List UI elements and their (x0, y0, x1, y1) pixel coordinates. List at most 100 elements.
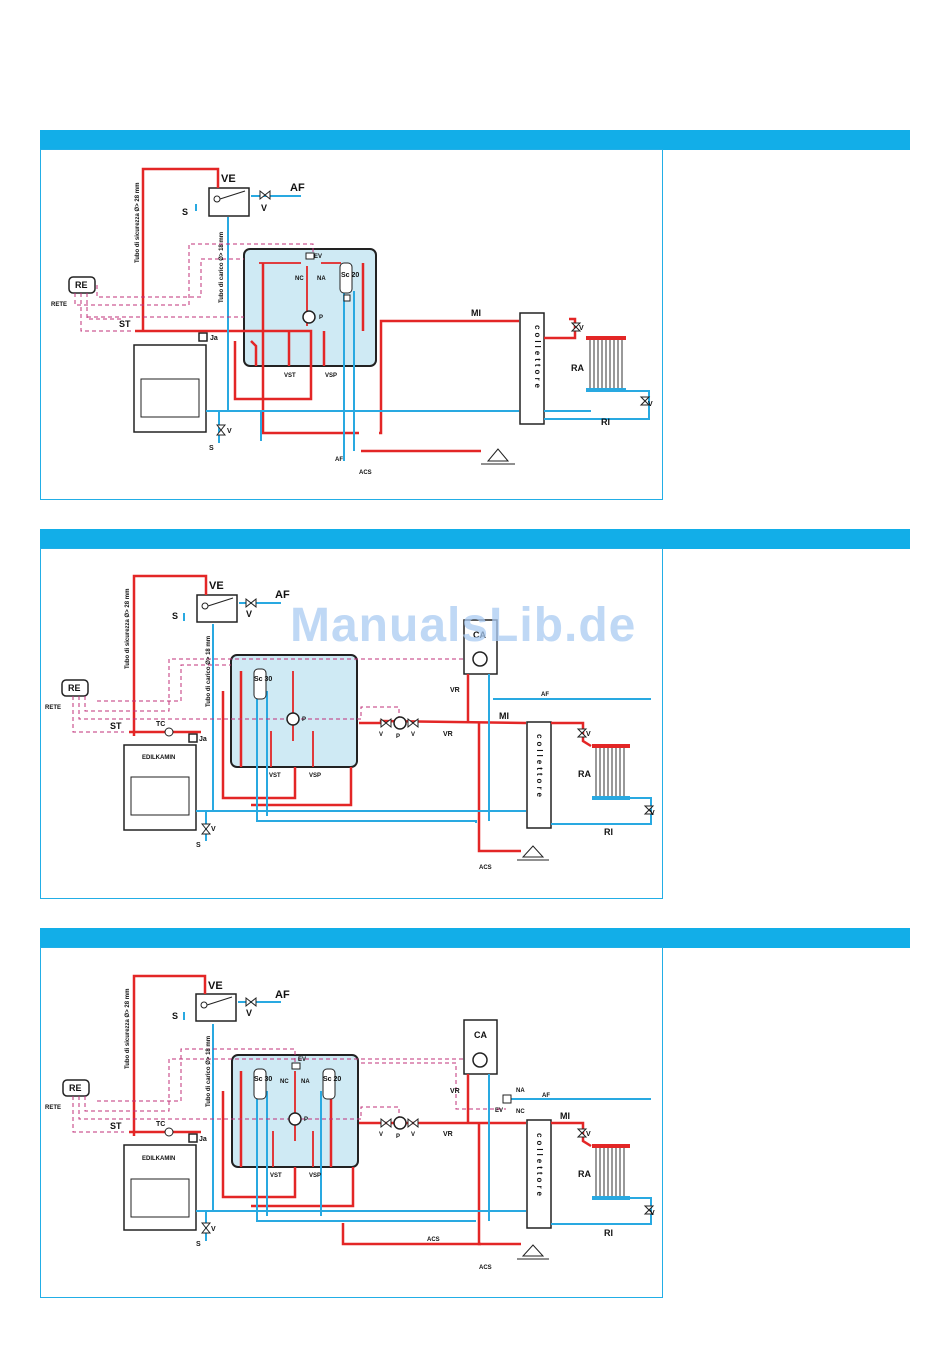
hot-pipes (135, 167, 577, 453)
label-ca: CA (473, 630, 486, 640)
label-ri: RI (604, 827, 613, 837)
label-af-2: AF (542, 1093, 550, 1099)
label-af-2: AF (541, 692, 549, 698)
stove-window (130, 1178, 190, 1218)
label-ve: VE (208, 980, 223, 992)
label-acs: ACS (359, 470, 372, 476)
label-v-5: V (586, 1131, 591, 1138)
label-s: S (172, 611, 178, 621)
signal-wires (72, 1048, 506, 1133)
watermark: ManualsLib.de (290, 599, 637, 652)
label-nc-2: NC (516, 1109, 525, 1115)
label-p: P (304, 1117, 308, 1123)
label-v-4: V (211, 1226, 216, 1233)
radiator (592, 744, 630, 800)
label-st: ST (119, 319, 131, 329)
expansion-vessel (195, 993, 237, 1022)
label-mi: MI (499, 711, 509, 721)
cold-pipes (183, 1001, 652, 1241)
label-s-2: S (196, 1241, 201, 1248)
label-re: RE (75, 280, 88, 290)
diagram-3: VE AF S V RE RETE ST TC Ja EDILKAMIN EV … (40, 947, 663, 1298)
stove-window (130, 776, 190, 816)
label-tubo-sicurezza: Tubo di sicurezza Ø> 28 mm (125, 589, 131, 669)
label-vst: VST (270, 1173, 282, 1179)
label-acs: ACS (479, 865, 492, 871)
ja-sensor (188, 733, 198, 743)
label-vr-2: VR (443, 731, 453, 738)
label-v-2: V (379, 1132, 383, 1138)
label-p-2: P (396, 734, 400, 740)
sc20-exchanger (339, 262, 353, 294)
collector (519, 312, 545, 425)
signal-wires (72, 658, 463, 733)
label-tubo-carico: Tubo di carico Ø> 18 mm (206, 636, 212, 707)
ca-pump (472, 651, 488, 667)
label-ev: EV (298, 1057, 306, 1063)
valves (200, 996, 655, 1234)
label-v-4: V (211, 826, 216, 833)
label-re: RE (68, 683, 81, 693)
label-sc30: Sc 30 (254, 1076, 272, 1083)
pump-p-2 (393, 716, 407, 730)
label-s: S (182, 207, 188, 217)
label-v: V (246, 1008, 252, 1018)
label-vst: VST (269, 773, 281, 779)
re-controller (61, 679, 89, 697)
label-v: V (261, 203, 267, 213)
cold-pipes (195, 195, 650, 461)
label-re: RE (69, 1083, 82, 1093)
label-brand: EDILKAMIN (142, 755, 175, 761)
valves (215, 189, 651, 436)
label-nc: NC (295, 276, 304, 282)
label-ri: RI (601, 417, 610, 427)
ca-pump (472, 1052, 488, 1068)
ev-valve (305, 252, 315, 260)
label-ra: RA (571, 363, 584, 373)
label-v-4: V (579, 325, 584, 332)
label-st: ST (110, 1121, 122, 1131)
collector (526, 1119, 552, 1229)
label-p-2: P (396, 1134, 400, 1140)
label-vsp: VSP (309, 773, 321, 779)
cold-pipes (183, 602, 652, 841)
label-ve: VE (209, 580, 224, 592)
diagram-1: VE AF S V RE RETE ST Ja EV NC NA P Sc 20… (40, 149, 663, 500)
label-tubo-carico: Tubo di carico Ø> 18 mm (219, 232, 225, 303)
label-brand: EDILKAMIN (142, 1156, 175, 1162)
section-header-bar-2 (40, 529, 910, 549)
diagram-2: VE AF S V RE RETE ST TC Ja EDILKAMIN Sc … (40, 548, 663, 899)
section-header-bar-1 (40, 130, 910, 150)
ja-sensor (198, 332, 208, 342)
label-collettore: collettore (535, 1133, 544, 1199)
label-af-bottom: AF (335, 457, 343, 463)
label-vr: VR (450, 687, 460, 694)
label-v-2: V (227, 428, 232, 435)
label-ve: VE (221, 173, 236, 185)
re-controller (62, 1079, 90, 1097)
label-vsp: VSP (325, 373, 337, 379)
label-ev-2: EV (495, 1108, 503, 1114)
label-sc30: Sc 30 (254, 676, 272, 683)
label-mi: MI (560, 1111, 570, 1121)
tc-sensor (164, 1127, 174, 1137)
label-rete: RETE (45, 1105, 61, 1111)
label-ca: CA (474, 1030, 487, 1040)
label-mi: MI (471, 308, 481, 318)
label-rete: RETE (51, 302, 67, 308)
ja-sensor (188, 1133, 198, 1143)
label-v-3: V (648, 401, 653, 408)
section-header-bar-3 (40, 928, 910, 948)
signal-wires (74, 243, 314, 332)
buffer-tank (230, 654, 358, 768)
label-na: NA (301, 1079, 310, 1085)
pump-p-2 (393, 1116, 407, 1130)
ground-symbol (517, 1244, 549, 1260)
sc30-exchanger (253, 668, 267, 700)
expansion-vessel (208, 187, 250, 217)
label-tubo-sicurezza: Tubo di sicurezza Ø> 28 mm (125, 989, 131, 1069)
ev-valve-2 (502, 1094, 512, 1104)
radiator (586, 336, 626, 392)
pump-p (302, 310, 316, 324)
label-vst: VST (284, 373, 296, 379)
